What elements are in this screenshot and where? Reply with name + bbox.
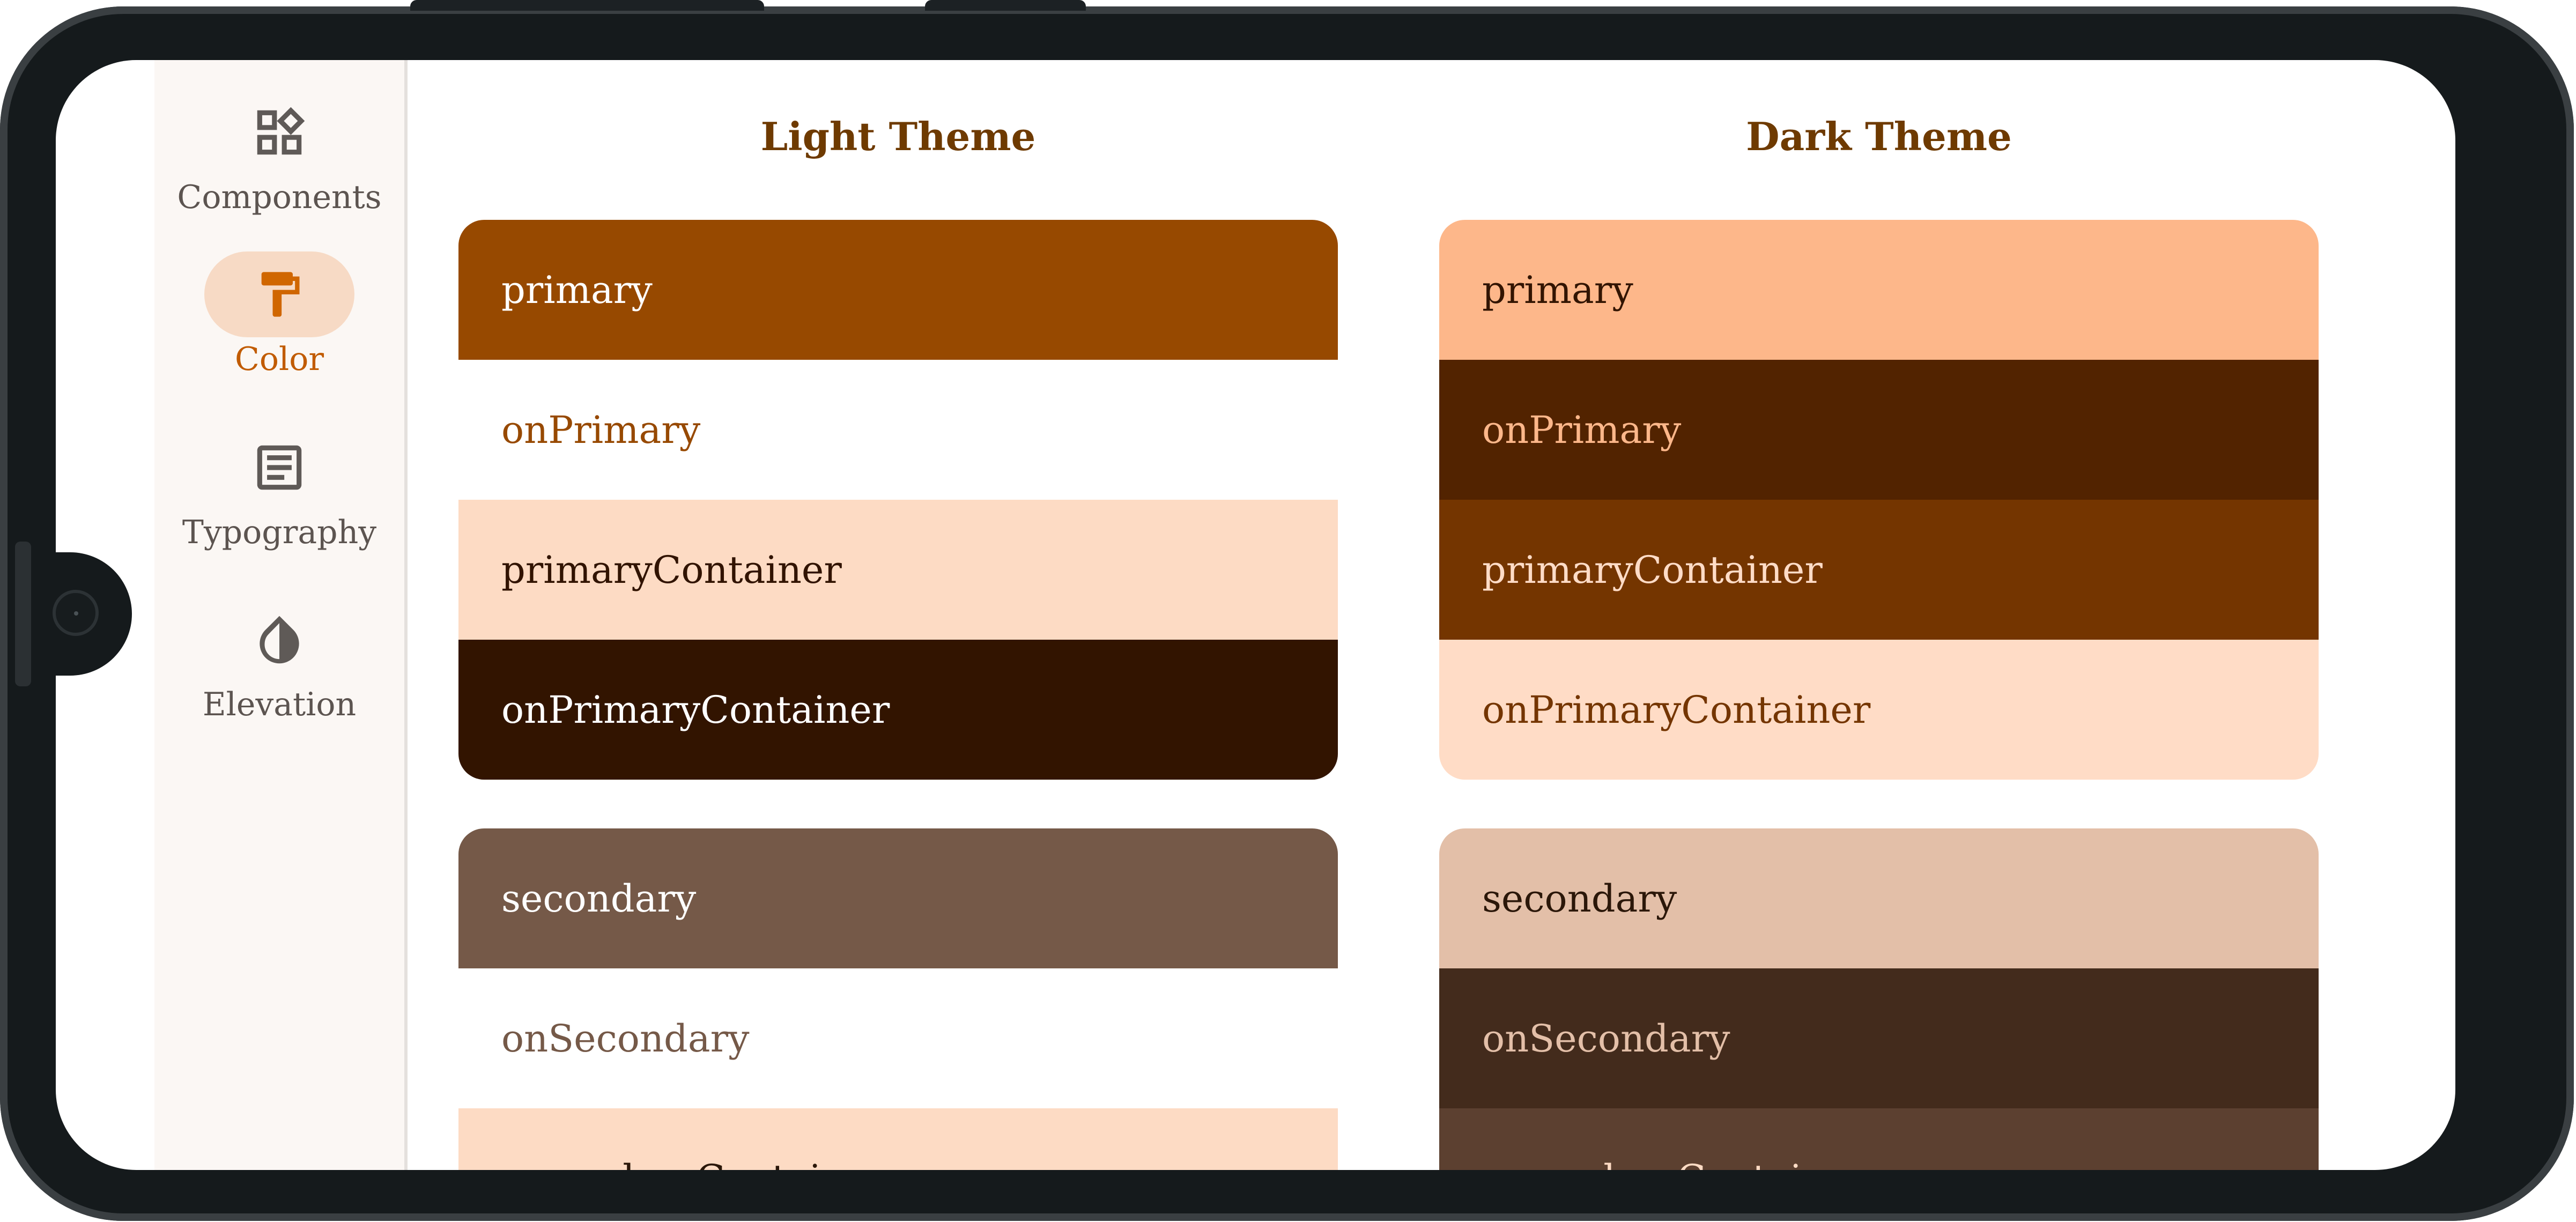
light-secondary-group: secondary onSecondary secondaryContainer	[458, 828, 1338, 1170]
swatch-label: onPrimary	[1482, 408, 1682, 452]
swatch-label: primaryContainer	[1482, 547, 1823, 592]
light-theme-title: Light Theme	[760, 114, 1036, 159]
color-swatch-on-primary-container: onPrimaryContainer	[1439, 640, 2319, 780]
light-primary-group: primary onPrimary primaryContainer onPrimar…	[458, 220, 1338, 780]
color-swatch-primary-container: primaryContainer	[1439, 500, 2319, 640]
device-top-edge	[410, 0, 764, 11]
rail-icon-container-active	[204, 251, 354, 337]
color-swatch-on-primary-container: onPrimaryContainer	[458, 640, 1338, 780]
nav-label: Components	[177, 179, 382, 216]
color-swatch-primary-container: primaryContainer	[458, 500, 1338, 640]
swatch-label: secondaryContainer	[1482, 1157, 1866, 1171]
color-swatch-secondary-container: secondaryContainer	[458, 1108, 1338, 1170]
swatch-label: secondary	[1482, 876, 1677, 921]
nav-item-components[interactable]: Components	[154, 90, 404, 216]
swatch-label: secondary	[501, 876, 697, 921]
front-camera	[53, 590, 99, 636]
rail-icon-container	[204, 90, 354, 175]
swatch-label: onPrimary	[501, 408, 701, 452]
device-side-button	[15, 542, 31, 686]
color-swatch-on-primary: onPrimary	[458, 360, 1338, 500]
color-swatch-on-secondary: onSecondary	[458, 968, 1338, 1108]
nav-item-color[interactable]: Color	[154, 251, 404, 378]
widgets-icon	[257, 107, 305, 155]
article-icon	[257, 445, 302, 490]
dark-secondary-group: secondary onSecondary secondaryContainer	[1439, 828, 2319, 1170]
color-swatch-primary: primary	[1439, 220, 2319, 360]
opacity-icon	[260, 616, 299, 664]
app-screen: Components Color Typography	[56, 60, 2455, 1170]
color-swatch-secondary: secondary	[1439, 828, 2319, 968]
nav-item-typography[interactable]: Typography	[154, 425, 404, 551]
swatch-label: onSecondary	[501, 1016, 750, 1061]
nav-label: Color	[234, 340, 324, 378]
swatch-label: onPrimaryContainer	[1482, 687, 1871, 732]
dark-theme-title: Dark Theme	[1746, 114, 2012, 159]
color-swatch-on-primary: onPrimary	[1439, 360, 2319, 500]
format-paint-icon	[261, 272, 300, 317]
swatch-label: secondaryContainer	[501, 1157, 885, 1171]
swatch-label: onPrimaryContainer	[501, 687, 890, 732]
color-swatch-secondary-container: secondaryContainer	[1439, 1108, 2319, 1170]
color-swatch-secondary: secondary	[458, 828, 1338, 968]
swatch-label: primary	[501, 268, 653, 312]
swatch-label: primary	[1482, 268, 1633, 312]
rail-icon-container	[204, 597, 354, 683]
dark-primary-group: primary onPrimary primaryContainer onPrimar…	[1439, 220, 2319, 780]
nav-item-elevation[interactable]: Elevation	[154, 597, 404, 723]
navigation-rail: Components Color Typography	[154, 60, 408, 1170]
nav-label: Elevation	[202, 686, 357, 723]
rail-icon-container	[204, 425, 354, 510]
color-swatch-on-secondary: onSecondary	[1439, 968, 2319, 1108]
device-top-edge	[925, 0, 1086, 11]
color-swatch-primary: primary	[458, 220, 1338, 360]
nav-label: Typography	[182, 514, 377, 551]
swatch-label: primaryContainer	[501, 547, 842, 592]
swatch-label: onSecondary	[1482, 1016, 1730, 1061]
